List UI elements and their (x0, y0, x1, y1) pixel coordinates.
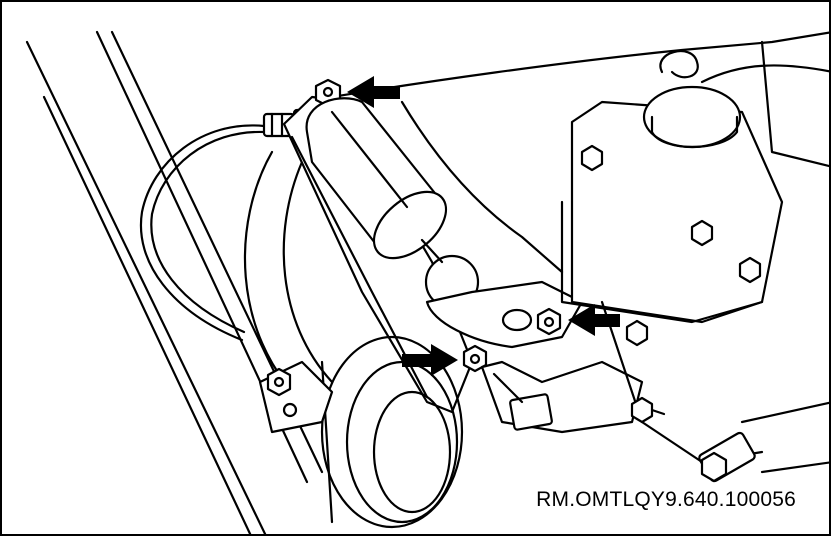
lower-right-fittings (600, 300, 829, 483)
arrow-top (347, 76, 400, 108)
fuel-hose (139, 124, 266, 342)
left-bolt-bracket (258, 360, 334, 434)
filter-cylinder (305, 97, 448, 260)
reservoir-bolts (580, 144, 762, 347)
lower-bracket (480, 360, 644, 434)
arrow-left (402, 344, 458, 376)
arrow-right (568, 304, 620, 336)
figure-reference-code: RM.OMTLQY9.640.100056 (533, 488, 799, 512)
arm-bolts (462, 307, 562, 373)
